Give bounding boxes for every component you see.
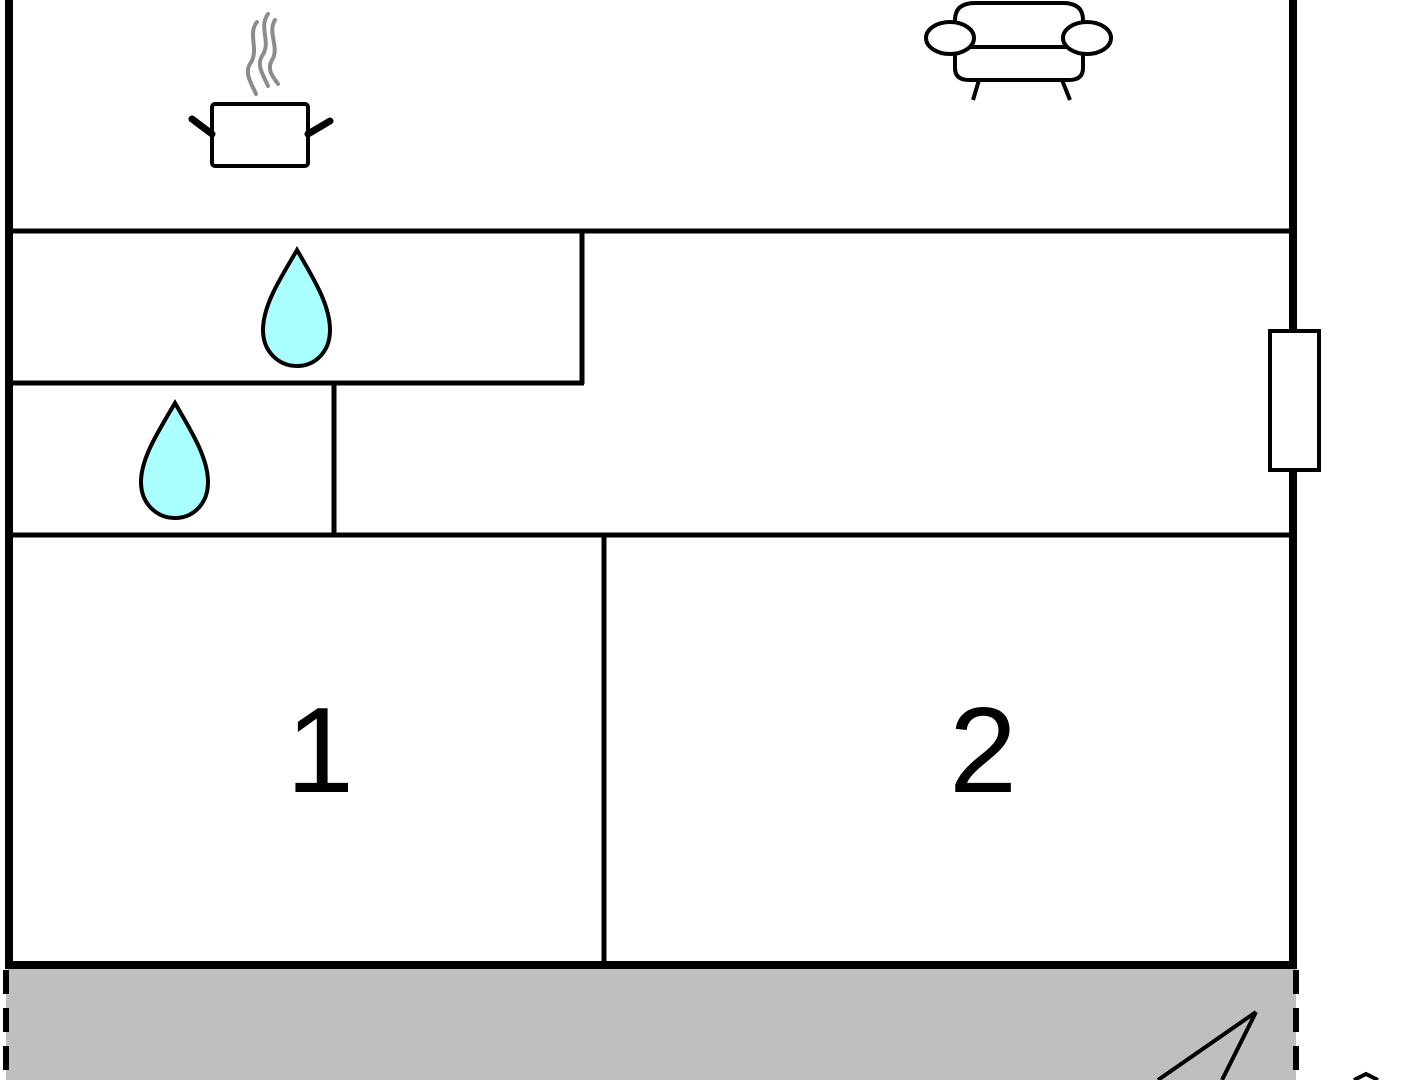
interior-walls xyxy=(10,228,1292,963)
terrace-area xyxy=(6,967,1296,1080)
room-label-2: 2 xyxy=(949,682,1017,818)
terrace xyxy=(3,967,1379,1080)
window-icon xyxy=(1268,329,1321,472)
water-drop-icon xyxy=(138,398,211,521)
cooking-pot-icon xyxy=(188,12,334,168)
exterior-walls xyxy=(5,0,1297,969)
room-label-1: 1 xyxy=(286,682,354,818)
water-drop-icon xyxy=(260,245,333,369)
door-swing-icon xyxy=(1156,1010,1379,1080)
sofa-icon xyxy=(924,0,1113,101)
